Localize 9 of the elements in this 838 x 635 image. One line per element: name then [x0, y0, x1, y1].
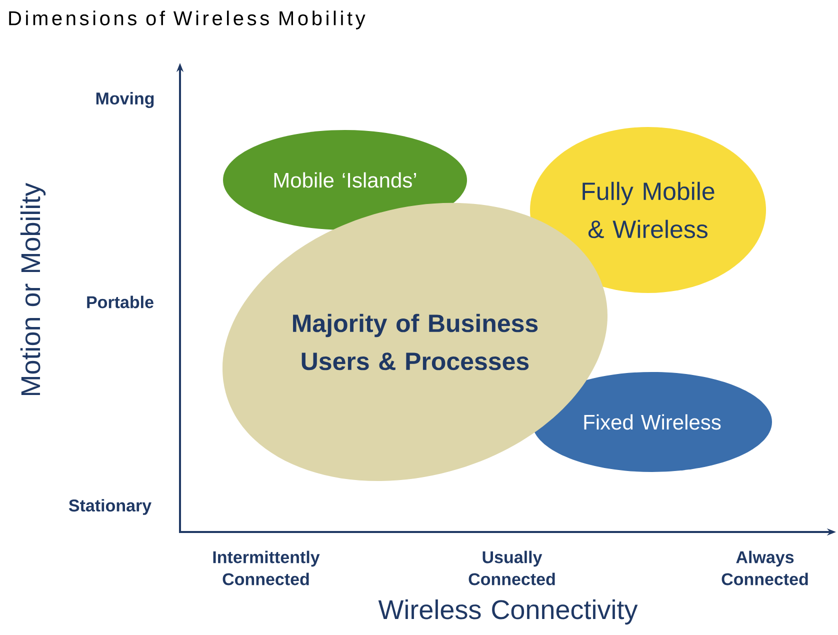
- axis-title: Motion or Mobility: [20, 182, 46, 396]
- axis-tick-label: Portable: [87, 296, 154, 308]
- axis-tick-label: Intermittently Connected: [213, 550, 320, 586]
- axis-tick-label: Usually Connected: [468, 550, 555, 586]
- axis-tick-label: Always Connected: [722, 550, 808, 586]
- axis-title: Wireless Connectivity: [378, 599, 638, 625]
- axis-tick-label: Moving: [96, 92, 154, 108]
- title: Dimensions of Wireless Mobility: [9, 10, 366, 30]
- axis-tick-label: Stationary: [68, 499, 152, 515]
